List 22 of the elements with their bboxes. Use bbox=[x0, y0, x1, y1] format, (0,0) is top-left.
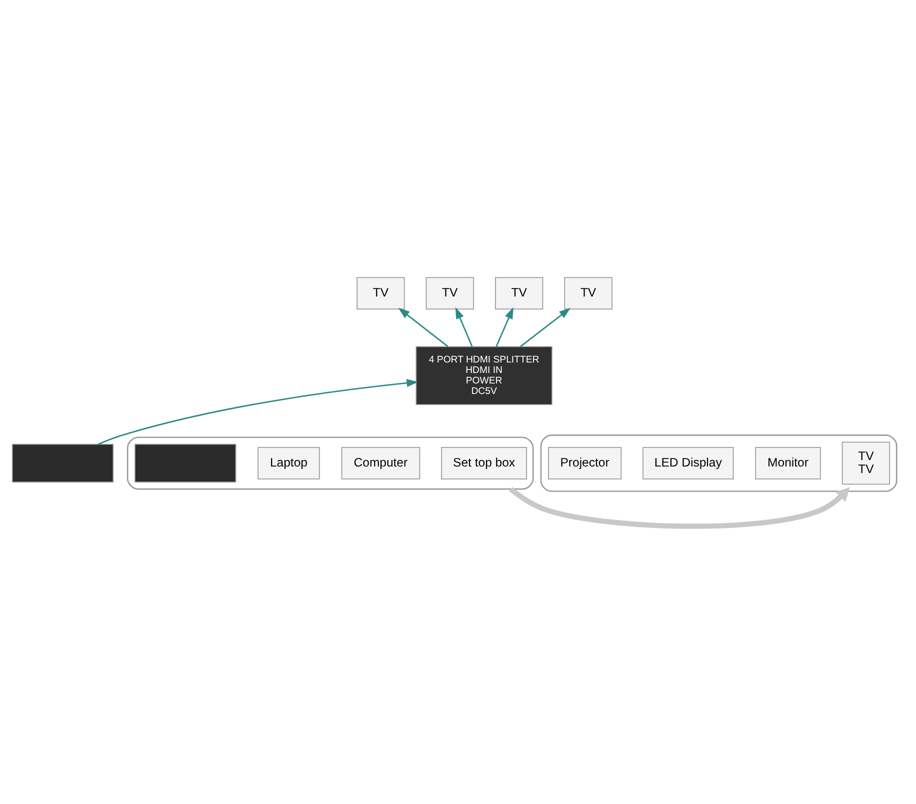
arrow bbox=[509, 486, 850, 529]
cluster bbox=[126, 436, 534, 490]
node-box: TV TV bbox=[842, 442, 890, 485]
node-box: Set top box bbox=[441, 447, 527, 480]
node-box: 4 PORT HDMI SPLITTER HDMI IN POWER DC5V bbox=[416, 346, 552, 405]
node-box: Laptop bbox=[258, 447, 320, 480]
node-box: TV bbox=[564, 277, 612, 310]
node-box: LED Display bbox=[642, 447, 734, 480]
node-box: Projector bbox=[548, 447, 622, 480]
node-box: TV bbox=[356, 277, 405, 310]
arrow bbox=[398, 308, 448, 348]
arrow bbox=[496, 307, 514, 347]
node-box bbox=[134, 444, 236, 482]
node-box: TV bbox=[426, 277, 474, 310]
node-box: Computer bbox=[341, 447, 420, 480]
cluster bbox=[540, 434, 898, 492]
arrow bbox=[455, 307, 473, 347]
arrow bbox=[98, 378, 418, 445]
node-box bbox=[12, 444, 114, 482]
node-box: TV bbox=[495, 277, 544, 310]
node-box: Monitor bbox=[755, 447, 821, 480]
arrow bbox=[520, 308, 571, 348]
